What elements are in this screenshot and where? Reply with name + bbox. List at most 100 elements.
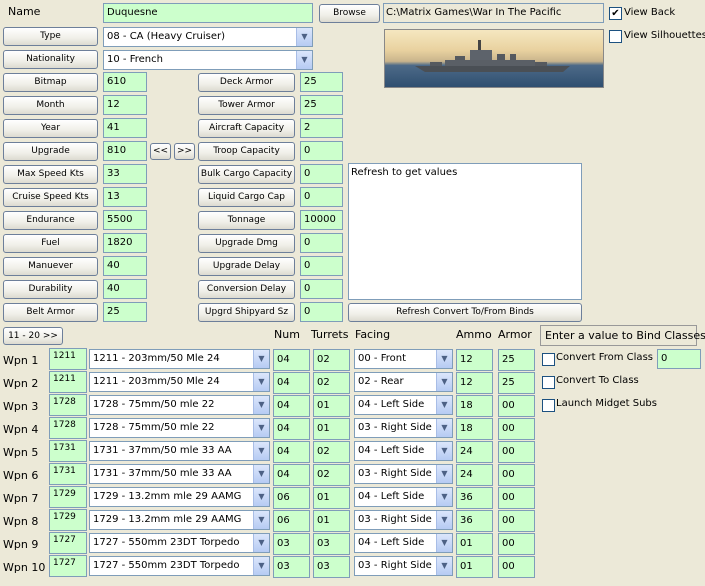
nationality-select[interactable]: 10 - French ▼ (103, 50, 313, 70)
weapon-select[interactable]: 1728 - 75mm/50 mle 22▼ (89, 418, 270, 438)
troop-capacity-field[interactable]: 0 (300, 141, 343, 161)
chevron-down-icon[interactable]: ▼ (436, 511, 452, 529)
weapon-turrets-field[interactable]: 02 (313, 464, 350, 486)
belt-armor-button[interactable]: Belt Armor (3, 303, 98, 322)
weapon-armor-field[interactable]: 00 (498, 395, 535, 417)
launch-midget-checkbox[interactable] (542, 399, 555, 412)
weapon-select[interactable]: 1729 - 13.2mm mle 29 AAMG▼ (89, 487, 270, 507)
troop-capacity-button[interactable]: Troop Capacity (198, 142, 295, 161)
chevron-down-icon[interactable]: ▼ (436, 419, 452, 437)
convert-from-field[interactable]: 0 (657, 349, 701, 369)
durability-field[interactable]: 40 (103, 279, 147, 299)
weapon-turrets-field[interactable]: 02 (313, 349, 350, 371)
chevron-down-icon[interactable]: ▼ (436, 488, 452, 506)
weapon-select[interactable]: 1731 - 37mm/50 mle 33 AA▼ (89, 464, 270, 484)
bitmap-field[interactable]: 610 (103, 72, 147, 92)
tower-armor-button[interactable]: Tower Armor (198, 96, 295, 115)
weapon-select[interactable]: 1729 - 13.2mm mle 29 AAMG▼ (89, 510, 270, 530)
weapon-ammo-field[interactable]: 24 (456, 464, 493, 486)
weapon-turrets-field[interactable]: 02 (313, 441, 350, 463)
weapon-num-field[interactable]: 03 (273, 533, 310, 555)
belt-armor-field[interactable]: 25 (103, 302, 147, 322)
weapon-id-field[interactable]: 1729 (49, 486, 87, 508)
fuel-field[interactable]: 1820 (103, 233, 147, 253)
name-field[interactable]: Duquesne (103, 3, 313, 23)
chevron-down-icon[interactable]: ▼ (253, 442, 269, 460)
chevron-down-icon[interactable]: ▼ (436, 373, 452, 391)
weapon-num-field[interactable]: 06 (273, 510, 310, 532)
upgrd-shipyard-field[interactable]: 0 (300, 302, 343, 322)
aircraft-capacity-button[interactable]: Aircraft Capacity (198, 119, 295, 138)
weapon-ammo-field[interactable]: 24 (456, 441, 493, 463)
weapon-id-field[interactable]: 1729 (49, 509, 87, 531)
chevron-down-icon[interactable]: ▼ (436, 465, 452, 483)
weapon-ammo-field[interactable]: 18 (456, 395, 493, 417)
tower-armor-field[interactable]: 25 (300, 95, 343, 115)
cruise-speed-field[interactable]: 13 (103, 187, 147, 207)
weapon-select[interactable]: 1728 - 75mm/50 mle 22▼ (89, 395, 270, 415)
conversion-delay-button[interactable]: Conversion Delay (198, 280, 295, 299)
tonnage-field[interactable]: 10000 (300, 210, 343, 230)
type-select[interactable]: 08 - CA (Heavy Cruiser) ▼ (103, 27, 313, 47)
chevron-down-icon[interactable]: ▼ (253, 419, 269, 437)
facing-select[interactable]: 03 - Right Side▼ (354, 418, 453, 438)
bulk-cargo-field[interactable]: 0 (300, 164, 343, 184)
chevron-down-icon[interactable]: ▼ (253, 373, 269, 391)
endurance-field[interactable]: 5500 (103, 210, 147, 230)
weapon-armor-field[interactable]: 00 (498, 487, 535, 509)
chevron-down-icon[interactable]: ▼ (253, 557, 269, 575)
chevron-down-icon[interactable]: ▼ (253, 534, 269, 552)
path-field[interactable]: C:\Matrix Games\War In The Pacific (383, 3, 604, 23)
facing-select[interactable]: 03 - Right Side▼ (354, 556, 453, 576)
weapon-num-field[interactable]: 04 (273, 349, 310, 371)
upgrade-dmg-field[interactable]: 0 (300, 233, 343, 253)
upgrade-prev-button[interactable]: << (150, 143, 171, 160)
chevron-down-icon[interactable]: ▼ (253, 465, 269, 483)
chevron-down-icon[interactable]: ▼ (436, 557, 452, 575)
upgrd-shipyard-button[interactable]: Upgrd Shipyard Sz (198, 303, 295, 322)
chevron-down-icon[interactable]: ▼ (436, 442, 452, 460)
upgrade-next-button[interactable]: >> (174, 143, 195, 160)
max-speed-button[interactable]: Max Speed Kts (3, 165, 98, 184)
deck-armor-field[interactable]: 25 (300, 72, 343, 92)
chevron-down-icon[interactable]: ▼ (296, 51, 312, 69)
upgrade-delay-button[interactable]: Upgrade Delay (198, 257, 295, 276)
aircraft-capacity-field[interactable]: 2 (300, 118, 343, 138)
weapon-armor-field[interactable]: 25 (498, 349, 535, 371)
chevron-down-icon[interactable]: ▼ (253, 396, 269, 414)
weapon-id-field[interactable]: 1728 (49, 394, 87, 416)
weapon-num-field[interactable]: 06 (273, 487, 310, 509)
weapon-select[interactable]: 1211 - 203mm/50 Mle 24▼ (89, 349, 270, 369)
weapon-turrets-field[interactable]: 01 (313, 510, 350, 532)
month-field[interactable]: 12 (103, 95, 147, 115)
upgrade-dmg-button[interactable]: Upgrade Dmg (198, 234, 295, 253)
weapon-num-field[interactable]: 04 (273, 372, 310, 394)
manuever-field[interactable]: 40 (103, 256, 147, 276)
weapon-armor-field[interactable]: 00 (498, 418, 535, 440)
bitmap-button[interactable]: Bitmap (3, 73, 98, 92)
facing-select[interactable]: 04 - Left Side▼ (354, 487, 453, 507)
year-button[interactable]: Year (3, 119, 98, 138)
liquid-cargo-field[interactable]: 0 (300, 187, 343, 207)
browse-button[interactable]: Browse (319, 4, 380, 23)
facing-select[interactable]: 04 - Left Side▼ (354, 441, 453, 461)
upgrade-button[interactable]: Upgrade (3, 142, 98, 161)
endurance-button[interactable]: Endurance (3, 211, 98, 230)
chevron-down-icon[interactable]: ▼ (436, 396, 452, 414)
weapon-select[interactable]: 1727 - 550mm 23DT Torpedo▼ (89, 556, 270, 576)
weapon-num-field[interactable]: 04 (273, 418, 310, 440)
weapon-turrets-field[interactable]: 02 (313, 372, 350, 394)
weapon-ammo-field[interactable]: 36 (456, 510, 493, 532)
view-silhouettes-checkbox[interactable] (609, 30, 622, 43)
weapon-turrets-field[interactable]: 01 (313, 418, 350, 440)
weapon-id-field[interactable]: 1727 (49, 555, 87, 577)
page-next-button[interactable]: 11 - 20 >> (3, 327, 63, 345)
weapon-id-field[interactable]: 1728 (49, 417, 87, 439)
liquid-cargo-button[interactable]: Liquid Cargo Cap (198, 188, 295, 207)
weapon-ammo-field[interactable]: 01 (456, 533, 493, 555)
facing-select[interactable]: 04 - Left Side▼ (354, 395, 453, 415)
refresh-binds-button[interactable]: Refresh Convert To/From Binds (348, 303, 582, 322)
bulk-cargo-button[interactable]: Bulk Cargo Capacity (198, 165, 295, 184)
facing-select[interactable]: 02 - Rear▼ (354, 372, 453, 392)
weapon-select[interactable]: 1731 - 37mm/50 mle 33 AA▼ (89, 441, 270, 461)
